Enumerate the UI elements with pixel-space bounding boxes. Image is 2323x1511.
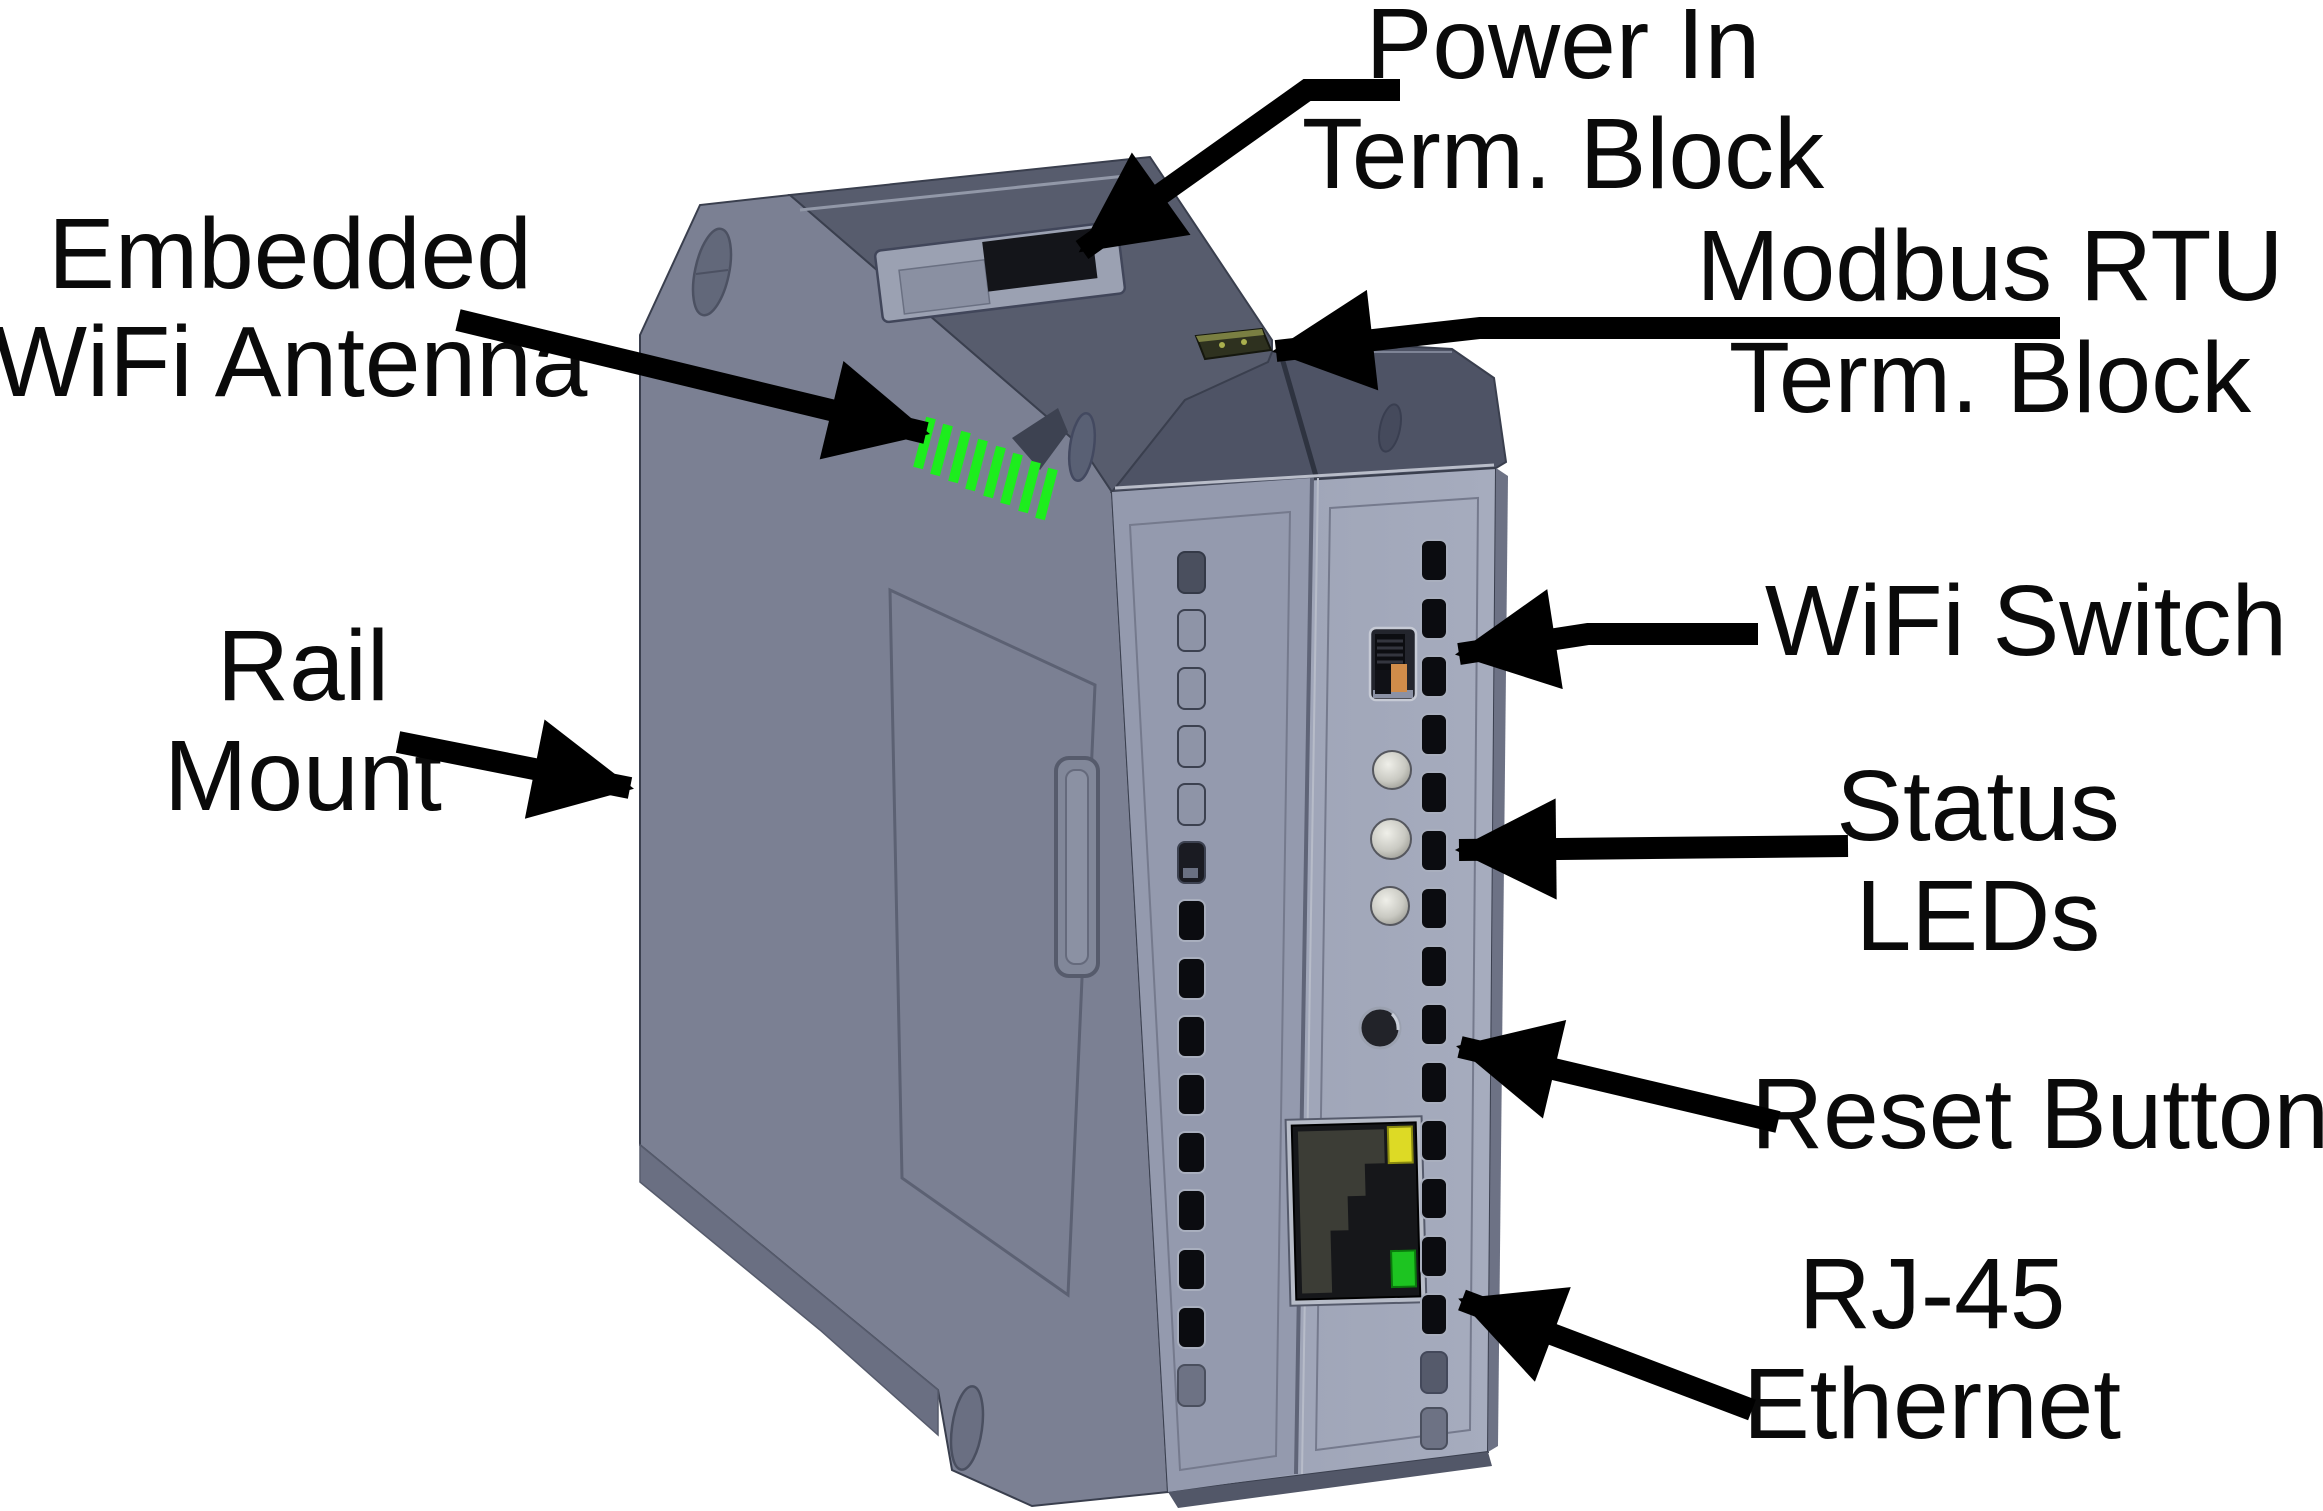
front-face-left-half	[1112, 478, 1312, 1492]
front-top-edge-highlight	[1114, 463, 1495, 490]
side-clip-handle	[1054, 756, 1100, 978]
vent-slot	[1420, 1351, 1448, 1394]
vent-slot	[1420, 713, 1448, 756]
side-panel-recess-outline	[888, 587, 1097, 1298]
vent-slot	[1177, 1248, 1206, 1291]
callout-reset-button-label: Reset Button	[1751, 1058, 2323, 1170]
vent-slot	[1177, 1364, 1206, 1407]
vent-slot	[1420, 1177, 1448, 1220]
vent-slot-connector-glimpse	[1183, 868, 1198, 878]
vent-slot	[1177, 1015, 1206, 1058]
rj45-led-yellow	[1386, 1125, 1414, 1165]
callout-antenna-line1: Embedded	[48, 198, 532, 310]
callouts: Power In Term. Block Modbus RTU Term. Bl…	[0, 0, 2323, 1460]
callout-status-leds-line2: LEDs	[1856, 860, 2101, 972]
status-led	[1370, 818, 1412, 860]
reset-button	[1358, 1006, 1402, 1050]
vent-slot	[1420, 829, 1448, 872]
rj45-led-green	[1390, 1249, 1418, 1289]
vent-slot	[1420, 1119, 1448, 1162]
vent-slot	[1177, 899, 1206, 942]
vent-slot	[1420, 1293, 1448, 1336]
embedded-wifi-antenna-stripes	[913, 416, 1058, 521]
rj45-jack-steps	[1297, 1129, 1385, 1294]
vent-slot	[1420, 771, 1448, 814]
vent-slot	[1177, 725, 1206, 768]
callout-wifi-switch-label: WiFi Switch	[1765, 565, 2287, 677]
vent-slot-column-left	[1177, 551, 1206, 1407]
mounting-hole-bottom	[949, 1385, 985, 1471]
vent-slot	[1420, 655, 1448, 698]
callout-status-leds-line1: Status	[1836, 750, 2120, 862]
vent-slot	[1420, 1235, 1448, 1278]
vent-slot	[1177, 667, 1206, 710]
callout-modbus-line2: Term. Block	[1729, 322, 2252, 434]
bottom-chamfer-facet	[639, 1143, 939, 1437]
vent-slot	[1177, 609, 1206, 652]
rj45-arrow	[1458, 1287, 1756, 1421]
callout-power-in-line1: Power In	[1366, 0, 1761, 100]
wifi-switch-arrow	[1454, 589, 1758, 690]
power-in-terminal-recess	[873, 220, 1127, 324]
vent-slot	[1420, 1003, 1448, 1046]
vent-slot	[1420, 539, 1448, 582]
callout-modbus-line1: Modbus RTU	[1696, 210, 2283, 322]
reset-button-arrow	[1456, 1020, 1781, 1133]
vent-slot	[1177, 1131, 1206, 1174]
wifi-slide-switch	[1368, 626, 1418, 702]
callout-rail-mount-line1: Rail	[217, 610, 389, 722]
power-in-arrow	[1075, 79, 1400, 259]
mounting-hole-top-left	[691, 227, 733, 317]
callout-rj45: RJ-45 Ethernet	[1458, 1238, 2121, 1460]
callout-rj45-line2: Ethernet	[1743, 1348, 2121, 1460]
front-divider-highlight	[1301, 477, 1319, 1475]
callout-modbus: Modbus RTU Term. Block	[1271, 210, 2284, 434]
switch-orange-accent	[1391, 664, 1407, 692]
vent-slot-column-right	[1420, 539, 1448, 1450]
rail-mount-arrow	[395, 719, 634, 819]
vent-slot	[1177, 1073, 1206, 1116]
callout-power-in: Power In Term. Block	[1075, 0, 1825, 259]
front-divider-groove	[1294, 477, 1314, 1475]
callout-reset-button: Reset Button	[1456, 1020, 2323, 1170]
mounting-hole-top-right	[1378, 403, 1402, 453]
callout-rj45-line1: RJ-45	[1799, 1238, 2066, 1350]
vent-slot	[1177, 957, 1206, 1000]
vent-slot	[1420, 597, 1448, 640]
antenna-arrow	[455, 309, 930, 460]
vent-slot	[1177, 1189, 1206, 1232]
front-left-inset-outline	[1128, 510, 1292, 1472]
callout-antenna: Embedded WiFi Antenna	[0, 198, 930, 460]
vent-slot	[1177, 1306, 1206, 1349]
vent-slot	[1420, 1061, 1448, 1104]
callout-status-leds: Status LEDs	[1454, 750, 2120, 972]
vent-slot	[1420, 887, 1448, 930]
status-leds	[1370, 750, 1412, 926]
modbus-rtu-terminal-block	[1194, 327, 1273, 361]
callout-rail-mount: Rail Mount	[164, 610, 634, 832]
status-led	[1372, 750, 1412, 790]
vent-slot	[1420, 945, 1448, 988]
vent-slot	[1177, 551, 1206, 594]
mounting-hole-top-center	[1012, 408, 1097, 482]
callout-rail-mount-line2: Mount	[164, 720, 442, 832]
right-edge-sliver	[1488, 468, 1508, 1452]
status-led	[1370, 886, 1410, 926]
rj45-ethernet-port	[1284, 1115, 1428, 1307]
vent-slot	[1177, 783, 1206, 826]
callout-wifi-switch: WiFi Switch	[1454, 565, 2287, 690]
status-leds-arrow	[1454, 798, 1849, 900]
vent-slot	[1420, 1407, 1448, 1450]
device-render	[639, 155, 1508, 1508]
bottom-edge-sliver	[1168, 1452, 1492, 1508]
callout-power-in-line2: Term. Block	[1302, 98, 1825, 210]
modbus-arrow	[1271, 289, 2060, 391]
